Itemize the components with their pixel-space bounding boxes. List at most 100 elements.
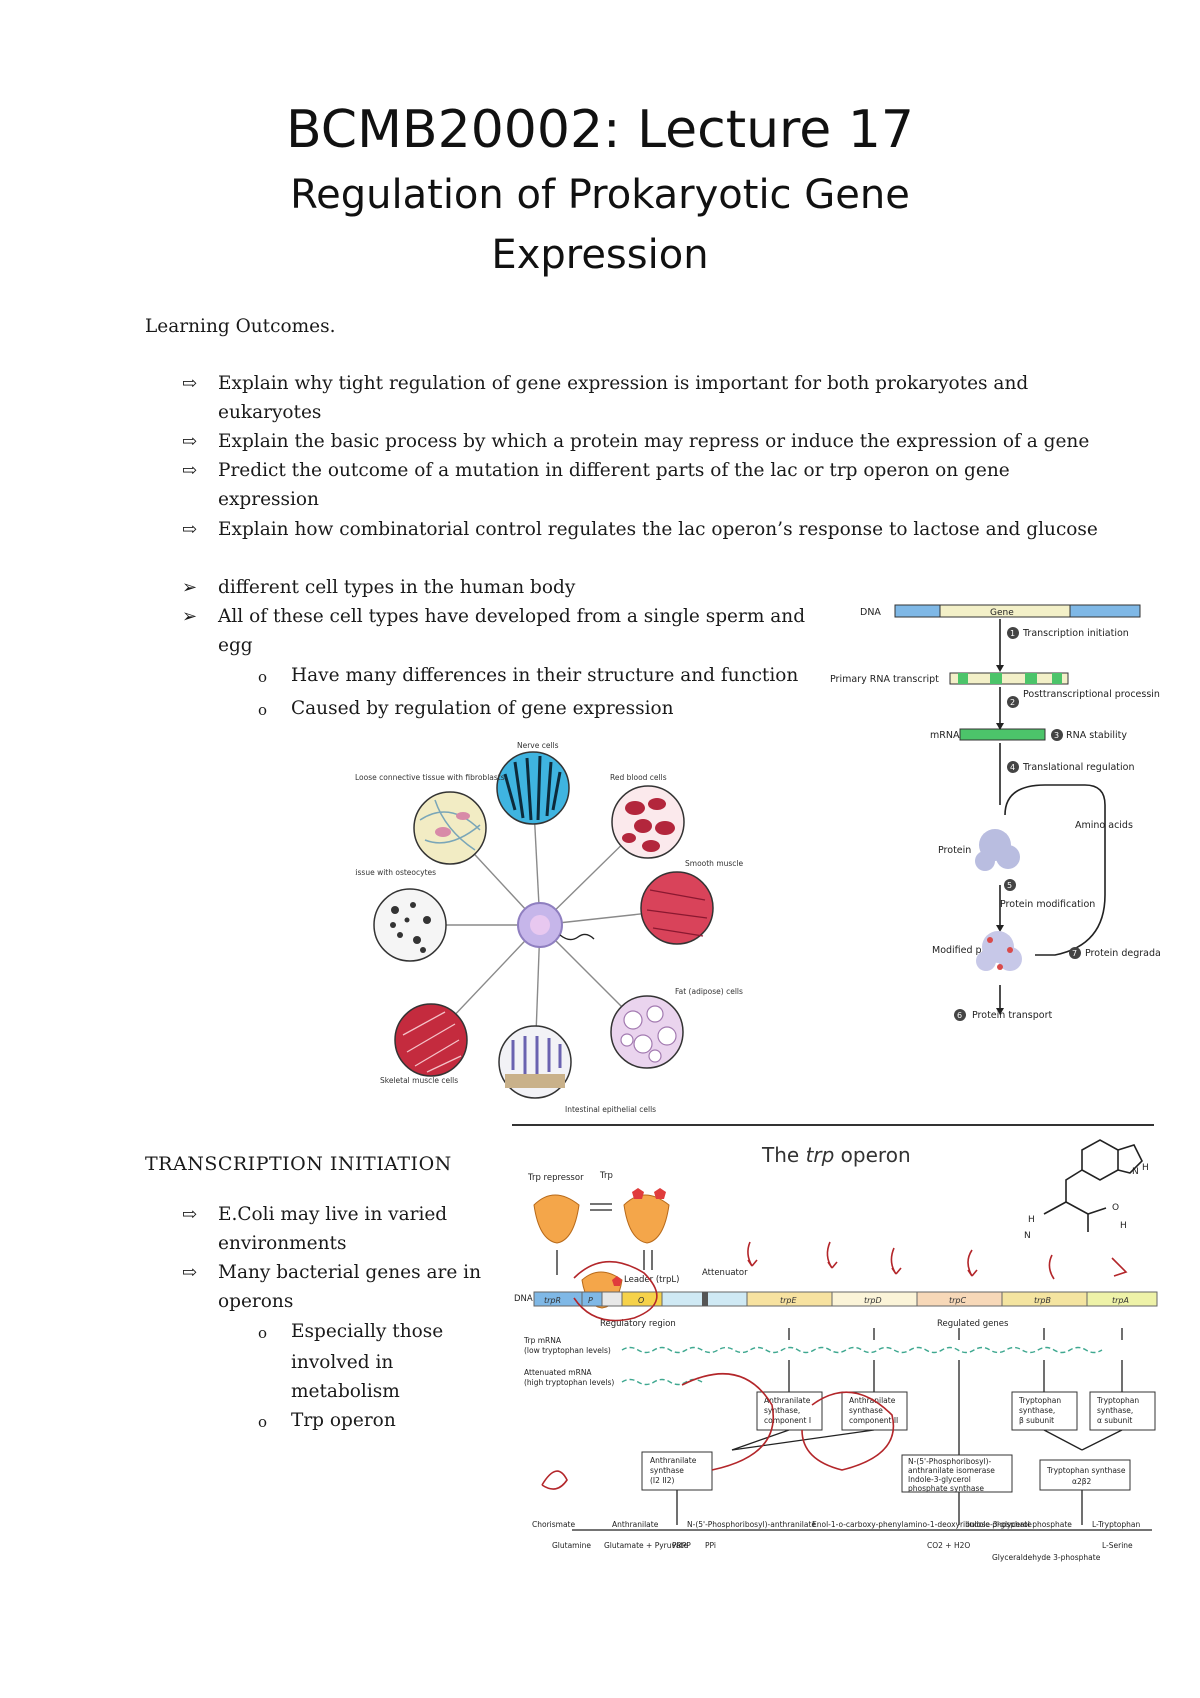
circle-bullet-icon: o: [258, 701, 268, 719]
arrow-bullet-icon: ⇨: [182, 1204, 198, 1225]
byproduct-glyceraldehyde: Glyceraldehyde 3-phosphate: [992, 1553, 1101, 1562]
enzyme-2-line2: synthase: [849, 1406, 883, 1415]
enzyme-6-line4: phosphate synthase: [908, 1484, 984, 1493]
enzyme-7-line2: α2β2: [1072, 1477, 1092, 1486]
byproduct-prpp: PRPP: [672, 1541, 691, 1550]
label-intestinal-cells: Intestinal epithelial cells: [565, 1105, 656, 1114]
regulated-genes-label: Regulated genes: [937, 1319, 1009, 1329]
outcome-1-line1: Explain why tight regulation of gene exp…: [218, 373, 1029, 394]
lecture-subtitle-line1: Regulation of Prokaryotic Gene: [290, 172, 910, 218]
ti-item-2-line2: operons: [218, 1291, 294, 1312]
enzyme-5-line1: Anthranilate: [650, 1456, 697, 1465]
svg-text:H: H: [1028, 1215, 1035, 1225]
step-7-number: 7: [1072, 949, 1077, 958]
trp-mrna-label-1: Trp mRNA: [523, 1336, 562, 1345]
segment-trpE: trpE: [780, 1296, 798, 1305]
segment-promoter: P: [588, 1296, 593, 1305]
enzyme-4-line1: Tryptophan: [1096, 1396, 1139, 1405]
enzyme-4-line2: synthase,: [1097, 1406, 1133, 1415]
pathway-enol: Enol-1-o-carboxy-phenylamino-1-deoxyribu…: [812, 1520, 1032, 1529]
byproduct-co2: CO2 + H2O: [927, 1541, 970, 1550]
label-red-blood-cells: Red blood cells: [610, 773, 667, 782]
label-loose-connective: Loose connective tissue with fibroblasts: [355, 773, 505, 782]
label-bone-tissue: Bone tissue with osteocytes: [355, 868, 436, 877]
enzyme-5-line3: (I2 II2): [650, 1476, 674, 1485]
protein-label: Protein: [938, 845, 971, 856]
cell-types-subitem-1: Have many differences in their structure…: [291, 665, 799, 686]
byproduct-glutamine: Glutamine: [552, 1541, 591, 1550]
step-6-label: Protein transport: [972, 1010, 1052, 1021]
attenuated-label-1: Attenuated mRNA: [524, 1368, 592, 1377]
ti-item-2-line1: Many bacterial genes are in: [218, 1262, 481, 1283]
segment-trpC: trpC: [949, 1296, 967, 1305]
outcome-1-line2: eukaryotes: [218, 402, 322, 423]
gene-expression-figure: DNA Primary RNA transcript mRNA Protein …: [830, 604, 1160, 1021]
enzyme-1-line3: component I: [764, 1416, 811, 1425]
label-nerve-cells: Nerve cells: [517, 741, 559, 750]
arrowhead-bullet-icon: ➢: [182, 606, 198, 627]
step-3-number: 3: [1054, 731, 1059, 740]
segment-trpA: trpA: [1112, 1296, 1129, 1305]
circle-bullet-icon: o: [258, 668, 268, 686]
label-fat-cells: Fat (adipose) cells: [675, 987, 743, 996]
arrow-bullet-icon: ⇨: [182, 460, 198, 481]
gene-label: Gene: [990, 608, 1014, 618]
ti-item-1-line2: environments: [218, 1233, 347, 1254]
dna-label: DNA: [860, 607, 881, 618]
amino-acids-label: Amino acids: [1075, 820, 1133, 831]
enzyme-2-line3: component II: [849, 1416, 898, 1425]
leader-label: Leader (trpL): [624, 1275, 679, 1285]
ti-item-1-line1: E.Coli may live in varied: [218, 1204, 448, 1225]
enzyme-3-line3: β subunit: [1019, 1416, 1054, 1425]
ti-subitem-2: Trp operon: [291, 1410, 396, 1431]
trp-figure-title: The trp operon: [761, 1143, 911, 1167]
outcome-3-line2: expression: [218, 489, 319, 510]
enzyme-3-line1: Tryptophan: [1018, 1396, 1061, 1405]
svg-text:H: H: [1142, 1163, 1149, 1173]
step-4-number: 4: [1010, 763, 1015, 772]
regulatory-region-label: Regulatory region: [600, 1319, 676, 1329]
enzyme-6-line3: Indole-3-glycerol: [908, 1475, 971, 1484]
arrow-bullet-icon: ⇨: [182, 431, 198, 452]
circle-bullet-icon: o: [258, 1413, 268, 1431]
attenuated-label-2: (high tryptophan levels): [524, 1378, 614, 1387]
step-1-label: Transcription initiation: [1022, 628, 1129, 639]
byproduct-glutamate: Glutamate + Pyruvate: [604, 1541, 688, 1550]
arrowhead-bullet-icon: ➢: [182, 577, 198, 598]
cell-types-item-1: different cell types in the human body: [218, 577, 576, 598]
lecture-subtitle-line2: Expression: [491, 232, 709, 278]
step-2-label: Posttranscriptional processing: [1023, 689, 1160, 700]
ti-subitem-1-line2: involved in: [291, 1352, 394, 1373]
step-5-number: 5: [1007, 881, 1012, 890]
byproduct-ppi: PPi: [705, 1541, 716, 1550]
ti-subitem-1-line3: metabolism: [291, 1381, 400, 1402]
segment-trpB: trpB: [1034, 1296, 1051, 1305]
pathway-chorismate: Chorismate: [532, 1520, 575, 1529]
enzyme-6-line2: anthranilate isomerase: [908, 1466, 995, 1475]
trp-label: Trp: [599, 1171, 613, 1181]
enzyme-3-line2: synthase,: [1019, 1406, 1055, 1415]
trp-mrna-label-2: (low tryptophan levels): [524, 1346, 611, 1355]
transcription-initiation-heading: TRANSCRIPTION INITIATION: [145, 1153, 452, 1175]
figure-divider: [512, 1124, 1154, 1126]
enzyme-6-line1: N-(5'-Phosphoribosyl)-: [908, 1457, 992, 1466]
step-5-label: Protein modification: [1000, 899, 1095, 910]
cell-types-item-2-line1: All of these cell types have developed f…: [218, 606, 806, 627]
circle-bullet-icon: o: [258, 1324, 268, 1342]
arrow-bullet-icon: ⇨: [182, 1262, 198, 1283]
handwritten-annotations: [541, 1241, 1128, 1490]
svg-text:H: H: [1120, 1221, 1127, 1231]
step-7-label: Protein degradation: [1085, 948, 1160, 959]
pathway-pr-anthranilate: N-(5'-Phosphoribosyl)-anthranilate: [687, 1520, 816, 1529]
enzyme-1-line1: Anthranilate: [764, 1396, 811, 1405]
enzyme-7-line1: Tryptophan synthase: [1046, 1466, 1126, 1475]
cell-types-subitem-2: Caused by regulation of gene expression: [291, 698, 674, 719]
segment-trpR: trpR: [544, 1296, 561, 1305]
pathway-anthranilate: Anthranilate: [612, 1520, 659, 1529]
step-6-number: 6: [957, 1011, 962, 1020]
label-smooth-muscle: Smooth muscle: [685, 859, 743, 868]
pathway-tryptophan: L-Tryptophan: [1092, 1520, 1140, 1529]
primary-rna-label: Primary RNA transcript: [830, 674, 939, 685]
trp-repressor-label: Trp repressor: [527, 1173, 584, 1183]
